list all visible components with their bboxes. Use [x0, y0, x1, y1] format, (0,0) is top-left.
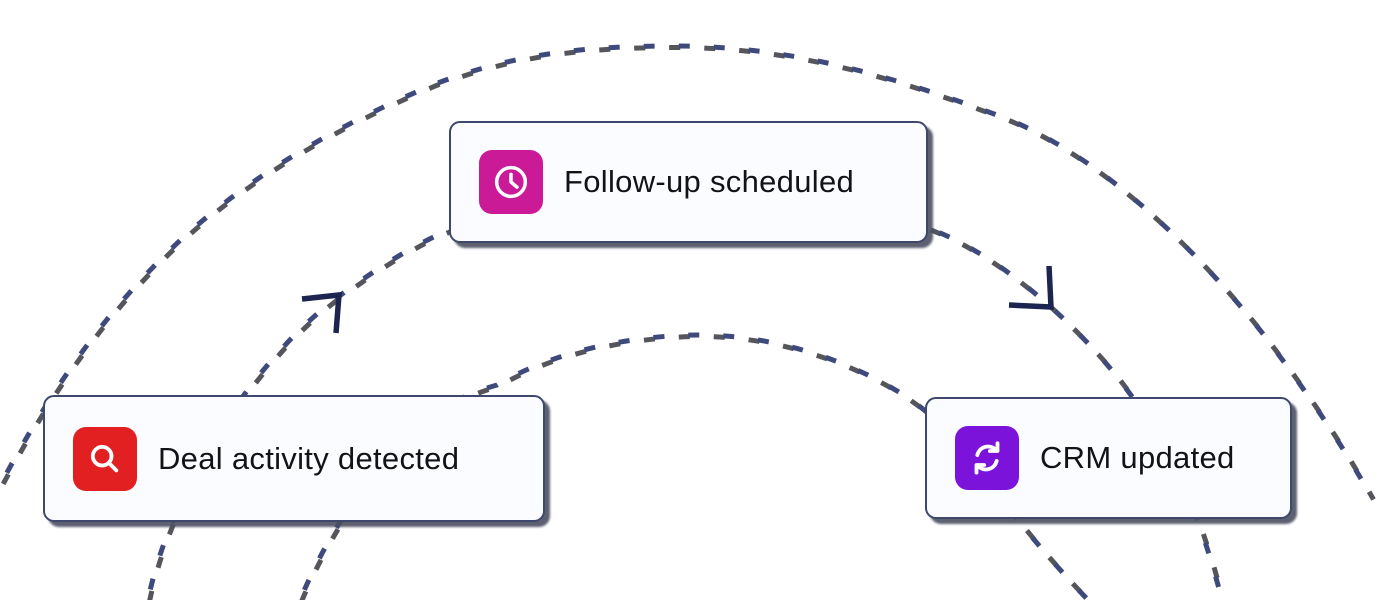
outer-orbit-arc — [0, 44, 1376, 501]
node-deal-activity-detected[interactable]: Deal activity detected — [43, 395, 545, 522]
node-crm-updated[interactable]: CRM updated — [925, 397, 1292, 519]
outer-orbit-arc-primary — [0, 43, 1375, 500]
flow-arrow-down-icon — [1008, 265, 1054, 310]
node-label: CRM updated — [1040, 440, 1235, 475]
node-label: Deal activity detected — [158, 440, 460, 476]
clock-icon — [479, 150, 543, 214]
flow-arrow-up-icon — [301, 291, 343, 334]
sync-icon — [955, 426, 1019, 490]
search-icon — [73, 426, 137, 491]
node-follow-up-scheduled[interactable]: Follow-up scheduled — [449, 121, 928, 243]
node-label: Follow-up scheduled — [564, 164, 855, 199]
